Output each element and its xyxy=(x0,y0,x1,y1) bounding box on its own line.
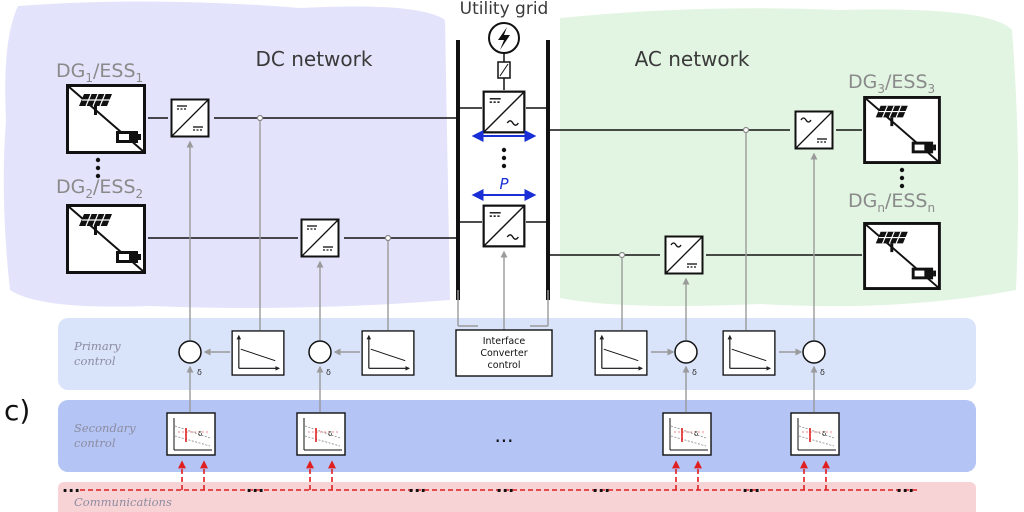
dg1-label: DG1/ESS1 xyxy=(56,60,143,85)
panel-letter: c) xyxy=(4,394,30,427)
summing-junction-icon xyxy=(178,340,202,364)
control-wires xyxy=(186,118,818,412)
communications-band xyxy=(58,482,976,512)
secondary-block-4 xyxy=(790,412,840,456)
delta-labels: δ δ δ δ xyxy=(197,368,825,377)
ac-bus-wires xyxy=(548,129,862,256)
svg-text:...: ... xyxy=(742,477,760,496)
svg-text:...: ... xyxy=(592,477,610,496)
primary-control-label-2: control xyxy=(74,354,116,368)
dg2-unit xyxy=(66,204,146,274)
summing-junction-icon xyxy=(674,340,698,364)
secondary-block-2 xyxy=(296,412,346,456)
delta-label-1: δ xyxy=(197,368,202,377)
secondary-control-label-2: control xyxy=(74,436,116,450)
dg3-unit xyxy=(863,96,941,164)
interface-converter-control-box xyxy=(455,329,553,377)
communication-links xyxy=(80,460,920,491)
measurement-points xyxy=(256,114,750,259)
dgn-unit xyxy=(863,222,941,290)
dg1-dcdc-converter xyxy=(170,98,210,138)
lightning-icon xyxy=(498,27,510,50)
secondary-block-3 xyxy=(662,412,712,456)
ac-network-label: AC network xyxy=(635,47,750,71)
secondary-ellipsis: ... xyxy=(494,423,513,447)
dc-network-label: DC network xyxy=(256,47,373,71)
delta-label-4: δ xyxy=(820,368,825,377)
dg-right-vertical-dots xyxy=(899,167,905,189)
utility-grid-title: Utility grid xyxy=(460,0,549,19)
summing-junction-icon xyxy=(802,340,826,364)
secondary-delta-labels: δ δ δ δ xyxy=(198,430,826,438)
dg2-label: DG2/ESS2 xyxy=(56,176,143,201)
droop-block-2 xyxy=(362,331,414,375)
primary-control-label-1: Primary xyxy=(73,339,121,353)
svg-text:δ: δ xyxy=(328,430,332,438)
svg-text:...: ... xyxy=(246,477,264,496)
power-label: P xyxy=(499,175,509,193)
dg3-label: DG3/ESS3 xyxy=(848,71,935,96)
droop-block-4 xyxy=(723,331,775,375)
svg-text:δ: δ xyxy=(198,430,202,438)
dc-bus-wires xyxy=(148,117,458,239)
interface-control-label-1: Interface xyxy=(483,336,526,347)
summing-junction-icon xyxy=(308,340,332,364)
interface-vertical-dots xyxy=(501,147,507,169)
dg1-unit xyxy=(66,84,146,154)
dgn-inverter xyxy=(664,235,704,275)
summing-junctions xyxy=(178,340,826,364)
ac-network-region xyxy=(560,8,1019,307)
interface-control-label-3: control xyxy=(488,360,521,371)
droop-block-1 xyxy=(232,331,284,375)
svg-text:...: ... xyxy=(62,477,80,496)
svg-text:δ: δ xyxy=(822,430,826,438)
interface-converter-bottom xyxy=(482,204,526,248)
interface-control-label-2: Converter xyxy=(480,348,527,359)
dg3-inverter xyxy=(794,110,834,150)
svg-text:...: ... xyxy=(496,477,514,496)
dg-left-vertical-dots xyxy=(95,157,101,179)
dgn-label: DGn/ESSn xyxy=(848,190,935,215)
communications-label: Communications xyxy=(74,495,172,509)
svg-text:...: ... xyxy=(896,477,914,496)
secondary-block-1 xyxy=(166,412,216,456)
comm-ellipses: ... ... ... ... ... ... ... xyxy=(62,477,914,496)
svg-text:δ: δ xyxy=(694,430,698,438)
secondary-control-label-1: Secondary xyxy=(74,421,136,435)
interface-converter-top xyxy=(482,90,526,134)
dg2-dcdc-converter xyxy=(300,218,340,258)
secondary-control-band xyxy=(58,400,976,472)
delta-label-2: δ xyxy=(326,368,331,377)
svg-text:...: ... xyxy=(408,477,426,496)
droop-block-3 xyxy=(595,331,647,375)
delta-label-3: δ xyxy=(692,368,697,377)
